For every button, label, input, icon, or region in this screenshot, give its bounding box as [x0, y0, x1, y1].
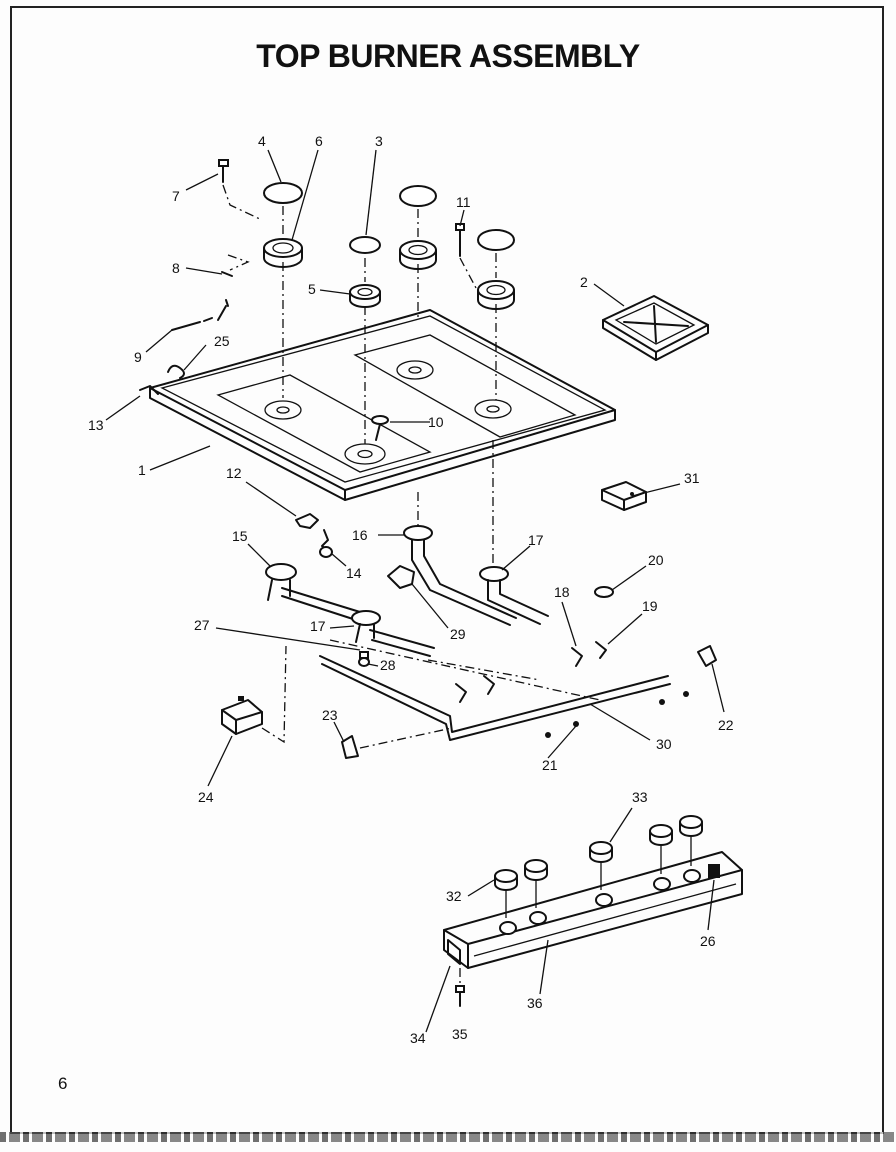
callout-3: 3 [375, 133, 383, 149]
burner-cap-left-rear [263, 182, 303, 204]
callout-28: 28 [380, 657, 396, 673]
burner-cap-center-rear [399, 185, 437, 207]
spark-module [221, 696, 263, 735]
scan-edge [0, 1132, 896, 1142]
screw-icon [218, 159, 229, 183]
callout-10: 10 [428, 414, 444, 430]
callout-27: 27 [194, 617, 210, 633]
callout-1: 1 [138, 462, 146, 478]
burner-head-small-center [349, 284, 381, 308]
control-knob [524, 859, 548, 881]
callout-12: 12 [226, 465, 242, 481]
callout-18: 18 [554, 584, 570, 600]
control-knob [589, 841, 613, 863]
callout-19: 19 [642, 598, 658, 614]
burner-clip [601, 481, 647, 511]
callout-16: 16 [352, 527, 368, 543]
callout-32: 32 [446, 888, 462, 904]
burner-tube [403, 525, 517, 626]
callout-labels: 1 2 3 4 5 6 7 8 9 10 11 12 13 14 15 16 1… [88, 133, 734, 1046]
callout-15: 15 [232, 528, 248, 544]
callout-29: 29 [450, 626, 466, 642]
burner-cap-right [477, 229, 515, 251]
screw-icon [455, 223, 465, 257]
callout-31: 31 [684, 470, 700, 486]
callout-6: 6 [315, 133, 323, 149]
burner-cap-small-center [349, 236, 381, 254]
burner-grate [602, 295, 709, 361]
callout-34: 34 [410, 1030, 426, 1046]
callout-36: 36 [527, 995, 543, 1011]
callout-23: 23 [322, 707, 338, 723]
callout-13: 13 [88, 417, 104, 433]
page-title: TOP BURNER ASSEMBLY [256, 38, 640, 74]
callout-5: 5 [308, 281, 316, 297]
callout-24: 24 [198, 789, 214, 805]
burner-tube [479, 566, 549, 625]
callout-33: 33 [632, 789, 648, 805]
burner-tube [351, 610, 435, 657]
callout-25: 25 [214, 333, 230, 349]
callout-11: 11 [456, 194, 471, 210]
callout-4: 4 [258, 133, 266, 149]
callout-17: 17 [528, 532, 544, 548]
callout-21: 21 [542, 757, 558, 773]
callout-22: 22 [718, 717, 734, 733]
control-knob [649, 824, 673, 846]
callout-17b: 17 [310, 618, 326, 634]
control-knob [679, 815, 703, 837]
page-number: 6 [58, 1074, 68, 1093]
callout-8: 8 [172, 260, 180, 276]
callout-35: 35 [452, 1026, 468, 1042]
callout-7: 7 [172, 188, 180, 204]
leader-lines [105, 149, 725, 1033]
callout-14: 14 [346, 565, 362, 581]
callout-9: 9 [134, 349, 142, 365]
control-knob [494, 869, 518, 891]
callout-30: 30 [656, 736, 672, 752]
callout-26: 26 [700, 933, 716, 949]
gas-manifold [319, 655, 671, 741]
callout-20: 20 [648, 552, 664, 568]
control-panel-housing [443, 851, 743, 969]
burner-tube [265, 563, 361, 621]
callout-2: 2 [580, 274, 588, 290]
